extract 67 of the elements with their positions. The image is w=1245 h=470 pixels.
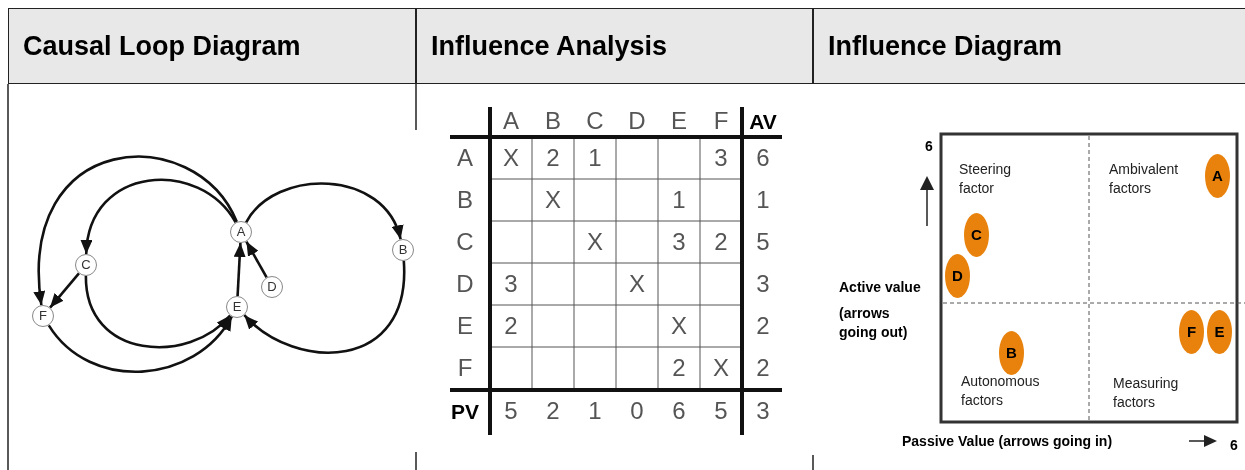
axis-title: Passive Value (arrows going in) (902, 432, 1113, 451)
quadrant-label: Steering factor (959, 160, 1013, 198)
matrix-value: 1 (672, 188, 686, 212)
matrix-value: 3 (714, 146, 728, 170)
matrix-header: B (545, 109, 561, 133)
matrix-value: 2 (756, 356, 770, 380)
matrix-value: 1 (588, 399, 602, 423)
matrix-value: 1 (756, 188, 770, 212)
arrow (233, 242, 246, 297)
matrix-value: 2 (672, 356, 686, 380)
matrix-value: 6 (672, 399, 686, 423)
matrix-value: 2 (714, 230, 728, 254)
factor-ellipse: C (964, 213, 989, 257)
column-header: Causal Loop Diagram (8, 8, 416, 84)
matrix-value: 2 (504, 314, 518, 338)
matrix-value: 1 (588, 146, 602, 170)
column-header: Influence Analysis (416, 8, 813, 84)
factor-ellipse: D (945, 254, 970, 298)
matrix-header: D (628, 109, 646, 133)
total-header: AV (749, 110, 777, 132)
column-header: Influence Diagram (813, 8, 1245, 84)
matrix-value: 0 (630, 399, 644, 423)
matrix-value: X (713, 356, 729, 380)
matrix-value: 3 (672, 230, 686, 254)
matrix-value: 3 (756, 399, 770, 423)
matrix-header: F (713, 109, 729, 133)
matrix-value: 5 (756, 230, 770, 254)
matrix-header: F (457, 356, 473, 380)
total-header: PV (451, 400, 479, 422)
factor-ellipse: A (1205, 154, 1230, 198)
matrix-value: 3 (504, 272, 518, 296)
matrix-header: C (586, 109, 604, 133)
arrow (34, 155, 238, 306)
matrix-value: X (587, 230, 603, 254)
factor-ellipse: E (1207, 310, 1232, 354)
matrix-value: X (545, 188, 561, 212)
arrow (49, 272, 80, 309)
matrix-header: E (457, 314, 473, 338)
matrix-value: 5 (714, 399, 728, 423)
quadrant-label: Autonomous factors (961, 372, 1041, 410)
matrix-value: X (503, 146, 519, 170)
factor-ellipse: F (1179, 310, 1204, 354)
matrix-value: 2 (546, 399, 560, 423)
matrix-header: E (671, 109, 687, 133)
arrow (243, 260, 406, 354)
matrix-header: A (457, 146, 473, 170)
matrix-value: 5 (504, 399, 518, 423)
factor-ellipse: B (999, 331, 1024, 375)
matrix-header: A (503, 109, 519, 133)
matrix-header: D (456, 272, 474, 296)
matrix-value: 6 (756, 146, 770, 170)
matrix-value: 3 (756, 272, 770, 296)
matrix-value: X (629, 272, 645, 296)
matrix-value: 2 (546, 146, 560, 170)
quadrant-label: Ambivalent factors (1109, 160, 1180, 198)
matrix-header: C (456, 230, 474, 254)
axis-max-label: 6 (1230, 436, 1238, 455)
arrow (82, 178, 237, 255)
matrix-header: B (457, 188, 473, 212)
axis-subtitle: (arrows going out) (839, 304, 909, 342)
axis-title: Active value (839, 278, 921, 297)
quadrant-label: Measuring factors (1113, 374, 1180, 412)
matrix-value: X (671, 314, 687, 338)
matrix-value: 2 (756, 314, 770, 338)
arrow (84, 275, 231, 349)
axis-max-label: 6 (925, 137, 933, 156)
arrow (245, 182, 402, 240)
